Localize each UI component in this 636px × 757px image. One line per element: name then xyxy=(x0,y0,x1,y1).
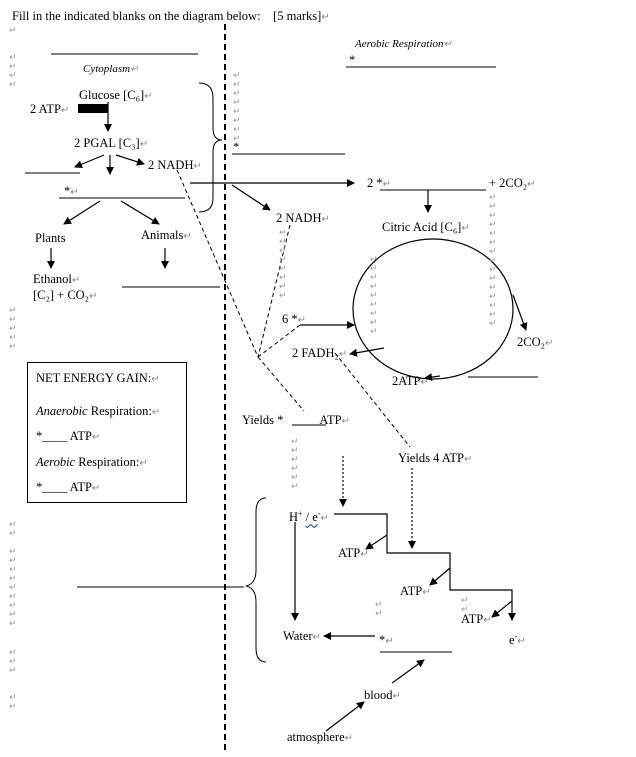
glucose-label: Glucose [C₆]↵ xyxy=(79,88,153,102)
glycolysis-brace xyxy=(198,82,223,213)
net-energy-title: NET ENERGY GAIN:↵ xyxy=(36,371,160,385)
co2-cycle-label: 2CO₂↵ xyxy=(517,335,554,349)
two-star-label: 2 *↵ xyxy=(367,176,392,190)
electron-end-label: e-↵ xyxy=(509,632,526,648)
anaerobic-answer: *____ ATP↵ xyxy=(36,429,101,443)
blood-label: blood↵ xyxy=(364,688,401,702)
krebs-cycle-ring xyxy=(352,238,514,380)
para-marks-etc: ↵ ↵ xyxy=(375,599,383,618)
dash-six-star xyxy=(257,324,301,358)
para-marks-left-4: ↵ ↵ ↵ ↵ ↵ xyxy=(9,647,17,711)
aerobic-star: * xyxy=(349,53,356,67)
ethanol-formula: [C₂] + CO₂↵ xyxy=(33,288,98,302)
arrow-step3-atp xyxy=(491,600,513,618)
pgal-label: 2 PGAL [C₃]↵ xyxy=(74,136,149,150)
arrow-fork-animals xyxy=(120,200,160,225)
citric-acid-label: Citric Acid [C₆]↵ xyxy=(382,220,470,234)
atp-input-label: 2 ATP↵ xyxy=(30,102,70,116)
water-label: Water↵ xyxy=(283,629,321,643)
dash-nadh-mito xyxy=(257,224,291,358)
brace-star: * xyxy=(233,140,240,154)
marks-text: [5 marks] xyxy=(273,9,322,23)
para-marks-left-1: ↵ ↵ ↵ ↵ ↵ xyxy=(9,25,17,89)
atmosphere-label: atmosphere↵ xyxy=(287,730,354,744)
plus-2co2-label: + 2CO₂↵ xyxy=(489,176,536,190)
para-marks-mid-1: ↵ ↵ ↵ ↵ ↵ ↵ ↵ ↵ xyxy=(233,70,241,143)
animals-label: Animals↵ xyxy=(141,228,192,242)
dash-to-yields xyxy=(257,356,305,412)
arrow-blood-star xyxy=(391,659,425,684)
net-energy-box: NET ENERGY GAIN:↵ Anaerobic Respiration:… xyxy=(27,362,187,503)
arrow-pgal-left xyxy=(74,154,105,169)
dash-nadh-glyc xyxy=(176,169,259,358)
atp-step1: ATP↵ xyxy=(338,546,369,560)
arrow-cycle-fadh xyxy=(349,347,385,357)
h-plus-e-label: H+ / e-↵ xyxy=(289,509,329,525)
plants-label: Plants xyxy=(35,231,66,245)
six-star-label: 6 *↵ xyxy=(282,312,307,326)
arrow-step2-atp xyxy=(429,567,451,586)
arrow-cycle-atp xyxy=(424,373,441,382)
fermentation-star: *↵ xyxy=(64,184,79,198)
arrow-step1-atp xyxy=(365,534,388,550)
arrow-atm-blood xyxy=(325,701,365,732)
nadh-mito-label: 2 NADH↵ xyxy=(276,211,330,225)
yields-blank-label: Yields *ATP↵ xyxy=(242,413,350,427)
arrow-fork-plants xyxy=(63,200,101,225)
atp-step2: ATP↵ xyxy=(400,584,431,598)
cytoplasm-label: Cytoplasm↵ xyxy=(83,63,139,75)
nadh-glycolysis-label: 2 NADH↵ xyxy=(148,158,202,172)
aerobic-answer: *____ ATP↵ xyxy=(36,480,101,494)
atp-bar xyxy=(78,104,108,113)
dash-fadh-yields xyxy=(334,352,411,448)
aerobic-line: Aerobic Respiration:↵ xyxy=(36,455,148,469)
instruction-text: Fill in the indicated blanks on the diag… xyxy=(12,9,330,23)
atp-step3: ATP↵ xyxy=(461,612,492,626)
etc-brace xyxy=(245,497,267,663)
oxygen-star: *↵ xyxy=(379,633,394,647)
ethanol-label: Ethanol↵ xyxy=(33,272,81,286)
para-marks-left-3: ↵ ↵ ↵ ↵ ↵ ↵ ↵ ↵ ↵ ↵ ↵ xyxy=(9,519,17,628)
fadh-label: 2 FADH₂↵ xyxy=(292,346,348,360)
para-marks-etc-2: ↵ ↵ xyxy=(461,595,469,614)
yields-four-label: Yields 4 ATP↵ xyxy=(398,451,473,465)
anaerobic-line: Anaerobic Respiration:↵ xyxy=(36,404,161,418)
para-marks-cycle-left: ↵ ↵ ↵ ↵ ↵ ↵ ↵ ↵ ↵ xyxy=(370,254,378,336)
para-marks-chain: ↵ ↵ ↵ ↵ ↵ ↵ xyxy=(291,436,299,491)
para-marks-right-1: ↵ ↵ ↵ ↵ ↵ ↵ ↵ ↵ ↵ ↵ ↵ ↵ ↵ ↵ ↵ xyxy=(489,192,497,328)
para-marks-dash: ↵ ↵ ↵ ↵ ↵ ↵ ↵ ↵ xyxy=(279,227,287,300)
etc-staircase xyxy=(334,513,516,621)
arrow-pgal-nadh xyxy=(115,154,145,166)
atp-cycle-label: 2ATP↵ xyxy=(392,374,429,388)
arrow-to-nadh-mito xyxy=(231,184,271,211)
para-marks-left-2: ↵ ↵ ↵ ↵ ↵ xyxy=(9,305,17,351)
aerobic-heading: Aerobic Respiration↵ xyxy=(355,38,452,50)
arrow-cycle-co2 xyxy=(512,294,528,331)
